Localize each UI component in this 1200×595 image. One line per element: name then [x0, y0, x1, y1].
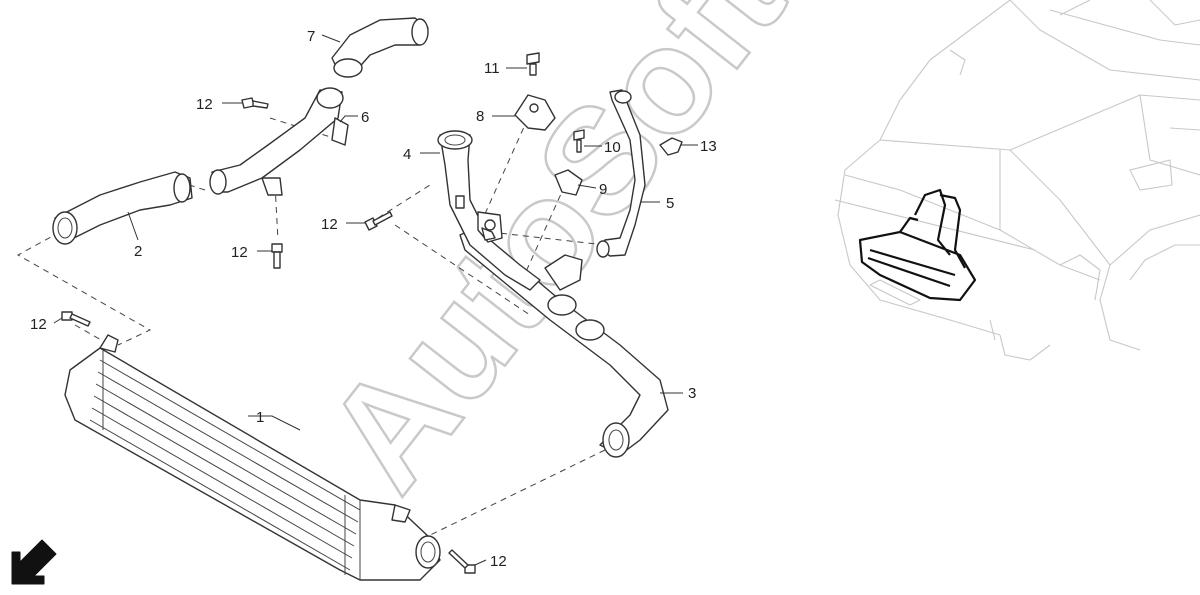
callout-9: 9 — [599, 181, 607, 198]
callout-4: 4 — [403, 146, 411, 163]
part-11-bolt — [526, 52, 540, 76]
part-2-hose — [52, 171, 193, 245]
part-1-intercooler — [64, 334, 441, 581]
callout-8: 8 — [476, 108, 484, 125]
callout-2: 2 — [134, 243, 142, 260]
callout-10: 10 — [604, 139, 621, 156]
callout-12c: 12 — [321, 216, 338, 233]
callout-11: 11 — [484, 60, 500, 77]
callout-3: 3 — [688, 385, 696, 402]
part-12-bolts — [61, 97, 476, 574]
svg-text:AutoSoft: AutoSoft — [293, 0, 815, 520]
callout-6: 6 — [361, 109, 369, 126]
callout-leader-lines — [53, 34, 698, 566]
callout-7: 7 — [307, 28, 315, 45]
part-3-pipe — [459, 227, 669, 458]
callout-12a: 12 — [196, 96, 213, 113]
callout-12d: 12 — [30, 316, 47, 333]
part-10-bolt — [573, 129, 585, 153]
part-7-hose — [331, 17, 429, 78]
callout-13: 13 — [700, 138, 717, 155]
arrow-down-left-icon — [11, 539, 57, 585]
part-4-pipe — [437, 130, 541, 291]
callout-labels: 1 2 3 4 5 6 7 8 9 10 11 12 12 12 12 12 1… — [30, 28, 717, 570]
part-5-small-hose — [596, 89, 646, 258]
callout-12e: 12 — [490, 553, 507, 570]
part-13-clamp — [659, 137, 683, 156]
vehicle-locator-illustration — [834, 0, 1200, 361]
part-9-clip — [554, 169, 583, 196]
part-6-pipe — [209, 87, 349, 196]
callout-5: 5 — [666, 195, 674, 212]
callout-12b: 12 — [231, 244, 248, 261]
watermark: AutoSoft — [292, 0, 817, 521]
part-8-bracket — [514, 94, 556, 131]
callout-1: 1 — [256, 409, 264, 426]
